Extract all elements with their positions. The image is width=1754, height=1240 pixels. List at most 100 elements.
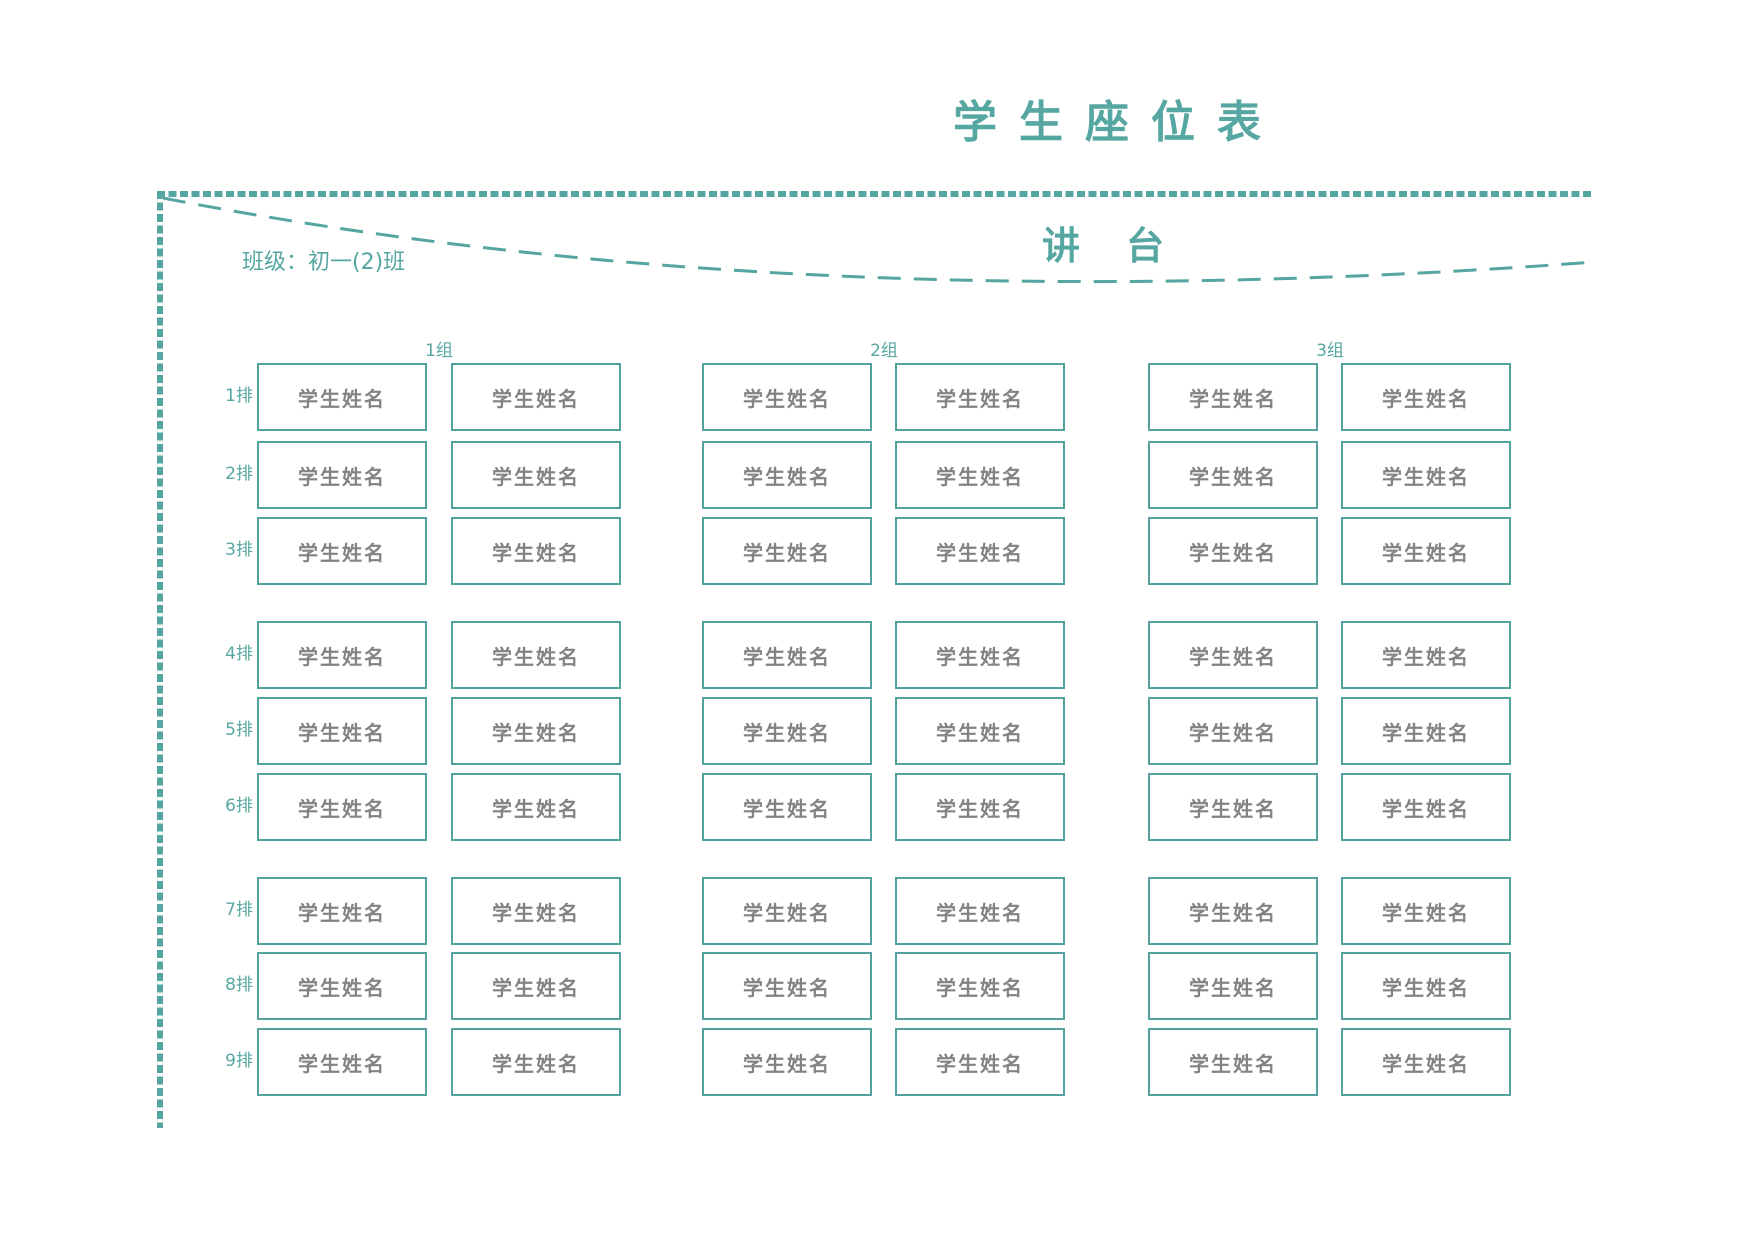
seat-row7-col1[interactable]: 学生姓名 (257, 877, 427, 945)
seat-name-placeholder: 学生姓名 (1382, 796, 1470, 821)
seat-row2-col6[interactable]: 学生姓名 (1341, 441, 1511, 509)
seat-name-placeholder: 学生姓名 (936, 720, 1024, 745)
seat-name-placeholder: 学生姓名 (298, 540, 386, 565)
seat-name-placeholder: 学生姓名 (492, 464, 580, 489)
seat-row8-col5[interactable]: 学生姓名 (1148, 952, 1318, 1020)
seat-name-placeholder: 学生姓名 (1189, 644, 1277, 669)
seat-row1-col3[interactable]: 学生姓名 (702, 363, 872, 431)
seat-name-placeholder: 学生姓名 (1189, 796, 1277, 821)
seat-name-placeholder: 学生姓名 (936, 975, 1024, 1000)
seat-row6-col1[interactable]: 学生姓名 (257, 773, 427, 841)
seat-row6-col3[interactable]: 学生姓名 (702, 773, 872, 841)
row-label-2: 2排 (225, 464, 253, 484)
seat-row7-col2[interactable]: 学生姓名 (451, 877, 621, 945)
seat-row9-col1[interactable]: 学生姓名 (257, 1028, 427, 1096)
seat-name-placeholder: 学生姓名 (1382, 720, 1470, 745)
seat-row5-col2[interactable]: 学生姓名 (451, 697, 621, 765)
row-label-3: 3排 (225, 540, 253, 560)
seat-name-placeholder: 学生姓名 (298, 644, 386, 669)
podium-label: 讲台 (1042, 224, 1211, 268)
seat-row6-col6[interactable]: 学生姓名 (1341, 773, 1511, 841)
seat-row2-col4[interactable]: 学生姓名 (895, 441, 1065, 509)
seat-row5-col3[interactable]: 学生姓名 (702, 697, 872, 765)
seat-name-placeholder: 学生姓名 (492, 1051, 580, 1076)
seat-name-placeholder: 学生姓名 (743, 386, 831, 411)
seat-row8-col1[interactable]: 学生姓名 (257, 952, 427, 1020)
seat-row6-col4[interactable]: 学生姓名 (895, 773, 1065, 841)
seat-name-placeholder: 学生姓名 (743, 644, 831, 669)
seat-row3-col1[interactable]: 学生姓名 (257, 517, 427, 585)
seat-row4-col3[interactable]: 学生姓名 (702, 621, 872, 689)
seat-name-placeholder: 学生姓名 (936, 644, 1024, 669)
seat-row3-col5[interactable]: 学生姓名 (1148, 517, 1318, 585)
seat-name-placeholder: 学生姓名 (1189, 386, 1277, 411)
seat-name-placeholder: 学生姓名 (298, 386, 386, 411)
seat-row1-col4[interactable]: 学生姓名 (895, 363, 1065, 431)
seat-row7-col4[interactable]: 学生姓名 (895, 877, 1065, 945)
seat-name-placeholder: 学生姓名 (936, 540, 1024, 565)
seat-name-placeholder: 学生姓名 (1189, 720, 1277, 745)
seat-row3-col3[interactable]: 学生姓名 (702, 517, 872, 585)
seat-row9-col2[interactable]: 学生姓名 (451, 1028, 621, 1096)
seat-name-placeholder: 学生姓名 (1189, 1051, 1277, 1076)
seat-name-placeholder: 学生姓名 (1189, 464, 1277, 489)
seat-row9-col4[interactable]: 学生姓名 (895, 1028, 1065, 1096)
seat-name-placeholder: 学生姓名 (1382, 644, 1470, 669)
seat-row2-col1[interactable]: 学生姓名 (257, 441, 427, 509)
seat-row3-col6[interactable]: 学生姓名 (1341, 517, 1511, 585)
seat-row9-col5[interactable]: 学生姓名 (1148, 1028, 1318, 1096)
seat-row9-col6[interactable]: 学生姓名 (1341, 1028, 1511, 1096)
seat-name-placeholder: 学生姓名 (1189, 900, 1277, 925)
seat-row1-col1[interactable]: 学生姓名 (257, 363, 427, 431)
seat-row6-col5[interactable]: 学生姓名 (1148, 773, 1318, 841)
seat-row5-col6[interactable]: 学生姓名 (1341, 697, 1511, 765)
group-label-3: 3组 (1316, 341, 1344, 361)
seat-name-placeholder: 学生姓名 (492, 900, 580, 925)
seat-row4-col6[interactable]: 学生姓名 (1341, 621, 1511, 689)
seat-row3-col4[interactable]: 学生姓名 (895, 517, 1065, 585)
seat-row3-col2[interactable]: 学生姓名 (451, 517, 621, 585)
seat-row5-col5[interactable]: 学生姓名 (1148, 697, 1318, 765)
seat-row4-col5[interactable]: 学生姓名 (1148, 621, 1318, 689)
seat-name-placeholder: 学生姓名 (936, 386, 1024, 411)
seat-row9-col3[interactable]: 学生姓名 (702, 1028, 872, 1096)
seat-row2-col5[interactable]: 学生姓名 (1148, 441, 1318, 509)
seat-row8-col6[interactable]: 学生姓名 (1341, 952, 1511, 1020)
seat-row1-col6[interactable]: 学生姓名 (1341, 363, 1511, 431)
seat-row5-col1[interactable]: 学生姓名 (257, 697, 427, 765)
seat-name-placeholder: 学生姓名 (492, 644, 580, 669)
class-name-label: 班级：初一(2)班 (242, 250, 406, 275)
seat-name-placeholder: 学生姓名 (298, 720, 386, 745)
seat-name-placeholder: 学生姓名 (1382, 900, 1470, 925)
seat-name-placeholder: 学生姓名 (1382, 975, 1470, 1000)
seat-row7-col6[interactable]: 学生姓名 (1341, 877, 1511, 945)
seat-name-placeholder: 学生姓名 (743, 464, 831, 489)
seat-name-placeholder: 学生姓名 (1382, 386, 1470, 411)
seat-name-placeholder: 学生姓名 (936, 1051, 1024, 1076)
seat-name-placeholder: 学生姓名 (298, 975, 386, 1000)
seat-name-placeholder: 学生姓名 (1189, 540, 1277, 565)
seat-row2-col3[interactable]: 学生姓名 (702, 441, 872, 509)
seat-row6-col2[interactable]: 学生姓名 (451, 773, 621, 841)
seat-row4-col4[interactable]: 学生姓名 (895, 621, 1065, 689)
seat-row8-col3[interactable]: 学生姓名 (702, 952, 872, 1020)
seat-row7-col5[interactable]: 学生姓名 (1148, 877, 1318, 945)
seat-name-placeholder: 学生姓名 (298, 1051, 386, 1076)
seat-name-placeholder: 学生姓名 (1189, 975, 1277, 1000)
seat-name-placeholder: 学生姓名 (743, 1051, 831, 1076)
seat-row4-col2[interactable]: 学生姓名 (451, 621, 621, 689)
seat-name-placeholder: 学生姓名 (298, 900, 386, 925)
seat-row8-col2[interactable]: 学生姓名 (451, 952, 621, 1020)
seat-name-placeholder: 学生姓名 (743, 975, 831, 1000)
seat-row2-col2[interactable]: 学生姓名 (451, 441, 621, 509)
seat-row7-col3[interactable]: 学生姓名 (702, 877, 872, 945)
seat-row1-col5[interactable]: 学生姓名 (1148, 363, 1318, 431)
seat-name-placeholder: 学生姓名 (492, 386, 580, 411)
seat-row5-col4[interactable]: 学生姓名 (895, 697, 1065, 765)
seat-name-placeholder: 学生姓名 (492, 540, 580, 565)
seat-row8-col4[interactable]: 学生姓名 (895, 952, 1065, 1020)
seat-row4-col1[interactable]: 学生姓名 (257, 621, 427, 689)
group-label-1: 1组 (425, 341, 453, 361)
seat-row1-col2[interactable]: 学生姓名 (451, 363, 621, 431)
